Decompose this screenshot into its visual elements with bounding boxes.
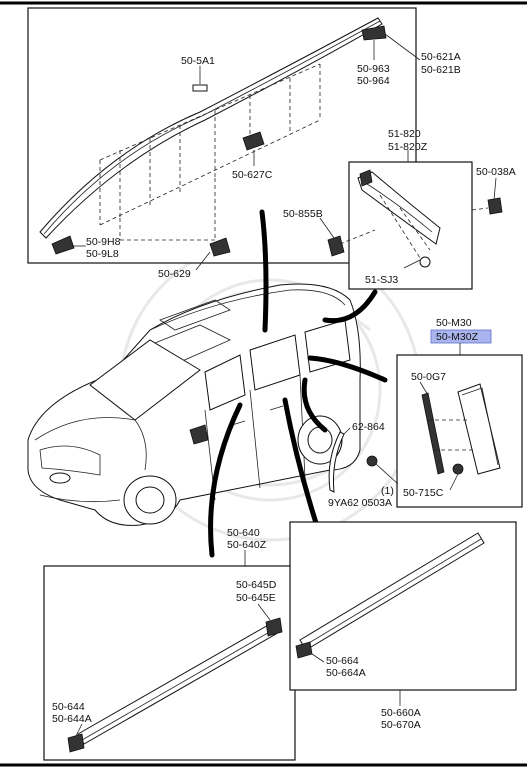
label-50-629: 50-629 [158,268,191,280]
clip-50-627c[interactable] [242,131,265,151]
window-moulding-group [396,354,523,508]
window-moulding-box [396,354,523,508]
label-50-m30z[interactable]: 50-M30Z [436,331,479,343]
door-moulding-box [43,565,296,761]
label-50-0g7: 50-0G7 [411,371,446,383]
label-50-664: 50-664 [326,655,359,667]
door-moulding-group [43,565,296,761]
slide-door-moulding-group [289,521,517,691]
label-50-9l8: 50-9L8 [86,248,119,260]
moulding-end-50-644[interactable] [67,733,85,753]
fender-trim-62-864[interactable] [328,427,351,493]
mounting-dash-lines [99,63,321,241]
slide-door-moulding-box [289,521,517,691]
label-50-855b: 50-855B [283,208,323,220]
label-50-m30: 50-M30 [436,317,472,329]
minivan-illustration [27,283,361,526]
spoiler-part[interactable] [357,171,441,245]
moulding-strip-50-0g7[interactable] [421,392,445,475]
label-51-820z: 51-820Z [388,141,428,153]
label-51-820: 51-820 [388,128,421,140]
clip-50-5a1[interactable] [192,84,208,92]
spoiler-group [348,150,473,290]
rail-end-cap-front[interactable] [51,235,75,255]
label-50-715c: 50-715C [403,487,444,499]
label-50-645d: 50-645D [236,579,277,591]
label-50-660a: 50-660A [381,707,421,719]
bracket-50-855b[interactable] [319,217,376,257]
callout-leaders [208,209,388,568]
highlight-50-m30z [430,329,492,344]
label-62-864: 62-864 [352,421,385,433]
label-50-038a: 50-038A [476,166,516,178]
label-50-640z: 50-640Z [227,539,267,551]
spoiler-fastener[interactable] [419,256,431,268]
label-50-9h8: 50-9H8 [86,236,121,248]
fastener-9ya62[interactable] [366,455,399,485]
label-51-sj3: 51-SJ3 [365,274,398,286]
moulding-end-50-645d[interactable] [265,617,283,637]
label-50-664a: 50-664A [326,667,366,679]
label-50-627c: 50-627C [232,169,273,181]
fastener-50-715c[interactable] [452,463,464,475]
label-50-5a1: 50-5A1 [181,55,215,67]
label-50-670a: 50-670A [381,719,421,731]
label-50-963: 50-963 [357,63,390,75]
rail-end-cap-rear[interactable] [361,25,387,41]
label-note-1: (1) [381,485,394,497]
label-50-644a: 50-644A [52,713,92,725]
label-50-640: 50-640 [227,527,260,539]
label-50-621b: 50-621B [421,64,461,76]
garnish-panel[interactable] [457,383,501,475]
roof-rail [39,17,383,239]
label-50-964: 50-964 [357,75,390,87]
label-50-644: 50-644 [52,701,85,713]
label-50-621a: 50-621A [421,51,461,63]
label-9ya62: 9YA62 0503A [328,497,392,509]
clip-50-038a[interactable] [471,177,503,215]
clip-50-629[interactable] [209,237,231,257]
label-50-645e: 50-645E [236,592,276,604]
